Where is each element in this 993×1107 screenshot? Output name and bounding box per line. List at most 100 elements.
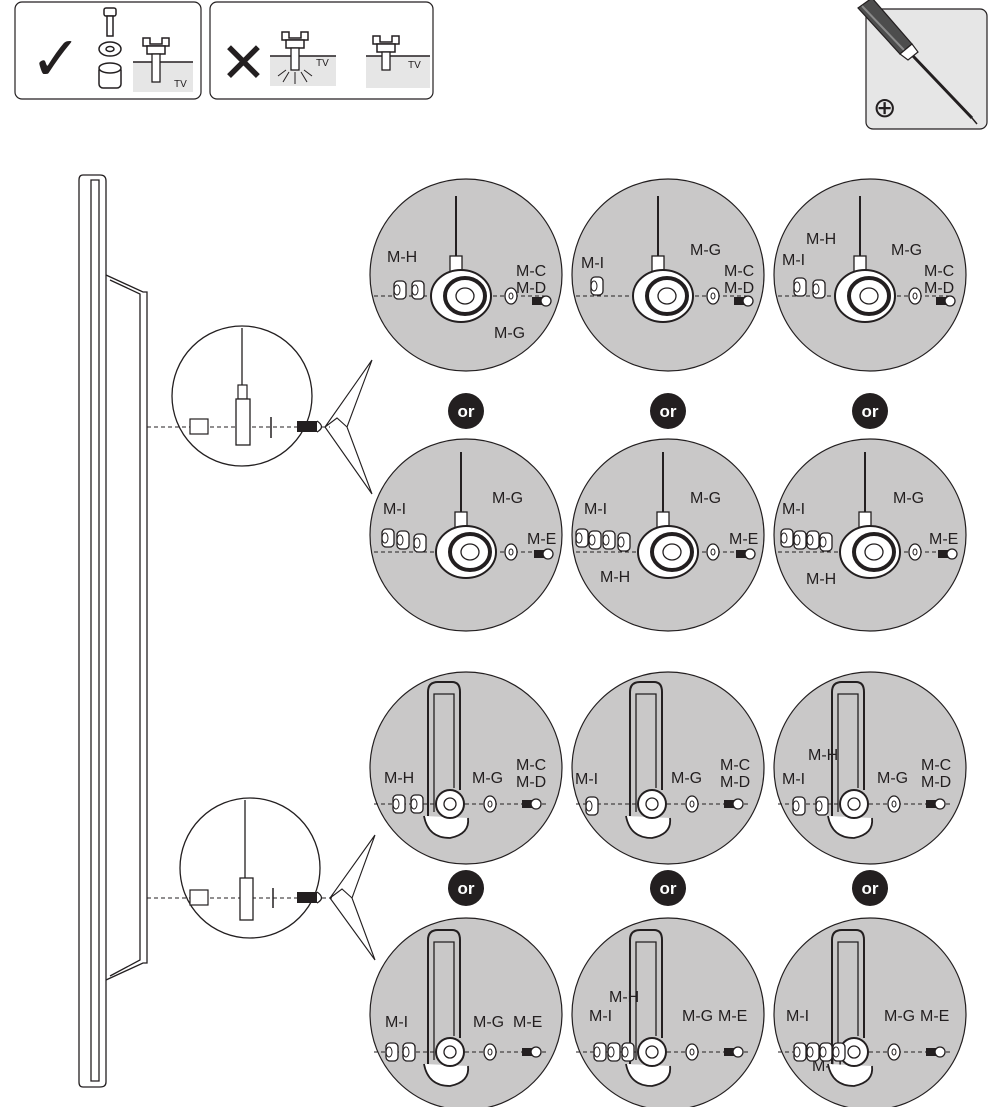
screw-thread (736, 550, 748, 558)
svg-text:M-C: M-C (720, 757, 750, 774)
washer-part (483, 1043, 497, 1061)
svg-text:M-I: M-I (584, 501, 607, 518)
svg-text:M-H: M-H (387, 249, 417, 266)
bracket-boss-hole (443, 797, 457, 811)
spacer-hole (815, 800, 823, 812)
phillips-head-icon: ⊕ (873, 91, 896, 124)
svg-text:M-G: M-G (690, 490, 721, 507)
screw-thread (534, 550, 546, 558)
screw-head (540, 295, 552, 307)
spacer-hole (806, 534, 814, 546)
svg-text:M-G: M-G (690, 242, 721, 259)
svg-text:M-E: M-E (513, 1014, 542, 1031)
washer-hole (689, 800, 695, 808)
spacer-hole (819, 1046, 827, 1058)
svg-text:M-I: M-I (782, 771, 805, 788)
screw-thread (926, 800, 938, 808)
bracket-hook (827, 1063, 874, 1087)
screw-head (744, 548, 756, 560)
wing-nut-on-tv-correct-icon: TV (133, 37, 193, 92)
washer-hole (508, 292, 514, 300)
svg-text:M-G: M-G (877, 770, 908, 787)
screw-head (732, 798, 744, 810)
bracket-hole (455, 287, 475, 305)
washer-part (908, 287, 922, 305)
bracket-hook (423, 1063, 470, 1087)
spacer-hole (607, 1046, 615, 1058)
svg-text:M-H: M-H (600, 569, 630, 586)
svg-text:M-C: M-C (516, 263, 546, 280)
or-badge: or (448, 870, 484, 906)
screw-thread (938, 550, 950, 558)
spacer-hole (381, 532, 389, 544)
svg-text:M-C: M-C (924, 263, 954, 280)
spacer-hole (617, 536, 625, 548)
svg-text:M-D: M-D (516, 774, 546, 791)
lower-option-3: M-H M-I M-G M-C M-D (773, 671, 967, 865)
spacer-hole (593, 1046, 601, 1058)
washer-part (685, 795, 699, 813)
bracket-loop-inner (433, 693, 455, 812)
washer-hole (912, 292, 918, 300)
svg-text:M-H: M-H (806, 571, 836, 588)
washer-hole (508, 548, 514, 556)
spacer-hole (793, 1046, 801, 1058)
washer-part (706, 287, 720, 305)
svg-text:M-E: M-E (929, 531, 958, 548)
bracket-loop-inner (837, 693, 859, 812)
svg-text:M-H: M-H (808, 747, 838, 764)
svg-text:or: or (660, 402, 677, 421)
svg-text:M-D: M-D (516, 280, 546, 297)
svg-text:M-E: M-E (718, 1008, 747, 1025)
phillips-screwdriver-panel: ⊕ (857, 0, 988, 130)
bracket-hole (657, 287, 677, 305)
bracket-hook (625, 1063, 672, 1087)
spacer-hole (792, 800, 800, 812)
spacer-hole (621, 1046, 629, 1058)
washer-part (887, 1043, 901, 1061)
bracket-loop-inner (837, 941, 859, 1060)
hardware-parts-layer (374, 196, 958, 1087)
spacer-hole (819, 536, 827, 548)
screw-thread (522, 800, 534, 808)
tv-label: TV (316, 58, 329, 69)
svg-text:M-C: M-C (921, 757, 951, 774)
washer-hole (912, 548, 918, 556)
bracket-loop-inner (635, 941, 657, 1060)
bracket-hole (859, 287, 879, 305)
spacer-hole (392, 798, 400, 810)
svg-text:M-I: M-I (575, 771, 598, 788)
or-badge: or (448, 393, 484, 429)
svg-text:M-G: M-G (473, 1014, 504, 1031)
spacer-hole (588, 534, 596, 546)
screw-thread (724, 1048, 736, 1056)
bracket-loop (629, 929, 663, 1064)
svg-text:M-C: M-C (516, 757, 546, 774)
washer-part (706, 543, 720, 561)
screw-washer-spacer-icon (98, 7, 122, 89)
bracket-boss-hole (645, 1045, 659, 1059)
washer-part (887, 795, 901, 813)
svg-text:M-I: M-I (581, 255, 604, 272)
spacer-hole (602, 534, 610, 546)
screw-head (742, 295, 754, 307)
washer-part (685, 1043, 699, 1061)
bracket-loop-inner (433, 941, 455, 1060)
bracket-boss-hole (443, 1045, 457, 1059)
svg-text:M-I: M-I (385, 1014, 408, 1031)
spacer-hole (411, 284, 419, 296)
or-badge: or (650, 870, 686, 906)
svg-text:M-I: M-I (782, 252, 805, 269)
screw-head (934, 798, 946, 810)
svg-text:M-G: M-G (494, 325, 525, 342)
washer-hole (487, 800, 493, 808)
legend-correct-panel: ✓ TV (14, 1, 202, 100)
svg-text:M-D: M-D (720, 774, 750, 791)
spacer-hole (385, 1046, 393, 1058)
tv-label: TV (174, 79, 187, 90)
bracket-hook (827, 815, 874, 839)
svg-text:M-I: M-I (589, 1008, 612, 1025)
washer-part (483, 795, 497, 813)
spacer-hole (585, 800, 593, 812)
svg-text:M-H: M-H (609, 989, 639, 1006)
